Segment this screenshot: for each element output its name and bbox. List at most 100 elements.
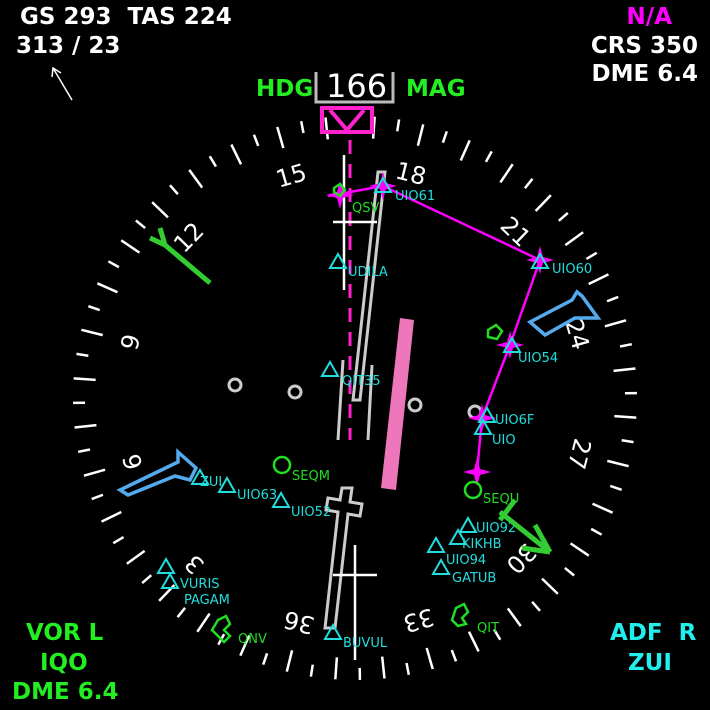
heading-box (314, 72, 395, 104)
navaid-label: QSV (352, 201, 379, 216)
compass-tick (120, 239, 141, 254)
vor-source: VOR L (26, 620, 104, 646)
wind-arrow-icon (51, 66, 73, 101)
waypoint-label-uio60: UIO60 (552, 262, 592, 277)
waypoint-label-uio54: UIO54 (518, 351, 558, 366)
waypoint-icon (473, 417, 493, 435)
compass-tick (564, 231, 584, 247)
navaid-label: QIT (477, 621, 499, 636)
compass-tick (416, 124, 425, 147)
waypoint-icon (426, 535, 446, 553)
route-waypoint-stars (326, 172, 554, 486)
compass-tick (151, 201, 169, 219)
compass-tick (492, 628, 502, 641)
compass-tick (585, 251, 598, 261)
compass-tick (506, 607, 522, 627)
compass-label: 3 (179, 549, 209, 580)
navaid-label: QNV (238, 632, 267, 647)
qsv-icon (332, 182, 347, 198)
compass-tick (324, 117, 330, 140)
compass-tick (531, 600, 541, 612)
compass-tick (74, 423, 97, 429)
sequ-icon (463, 480, 483, 500)
compass-tick (534, 194, 552, 212)
course-deviation-frame (336, 359, 374, 441)
compass-label: 33 (400, 602, 437, 637)
compass-tick (76, 352, 89, 357)
waypoint-icon (530, 251, 550, 269)
waypoint-label-uio6f: UIO6F (495, 413, 534, 428)
compass-tick (96, 282, 118, 294)
waypoint-icon (477, 405, 497, 423)
course-readout: CRS 350 (590, 33, 698, 59)
compass-label: 9 (115, 331, 146, 353)
waypoint-icon (217, 475, 237, 493)
compass-label: 36 (281, 605, 317, 640)
waypoint-label-vuris: VURIS (180, 577, 220, 592)
compass-tick (126, 549, 146, 565)
heading-value: 166 (326, 67, 388, 105)
compass-tick (467, 631, 480, 653)
compass-tick (196, 612, 211, 633)
vor-dme: DME 6.4 (12, 679, 119, 705)
compass-tick (334, 657, 339, 680)
compass-tick (619, 342, 633, 348)
dme-readout: DME 6.4 (591, 61, 698, 87)
compass-tick (604, 319, 627, 328)
waypoint-label-buvul: BUVUL (343, 636, 388, 651)
mag-label: MAG (406, 76, 466, 102)
compass-tick (588, 273, 610, 286)
compass-label: 6 (117, 450, 148, 472)
course-pointer-tail (351, 170, 387, 402)
adf-station: ZUI (628, 650, 672, 676)
compass-tick (107, 260, 120, 269)
compass-label: 21 (495, 211, 536, 252)
compass-tick (592, 502, 614, 514)
adf-source: ADF R (610, 620, 697, 646)
compass-tick (557, 212, 569, 222)
compass-tick (141, 574, 153, 584)
waypoint-icon (458, 515, 478, 533)
compass-tick (609, 484, 623, 491)
compass-tick (100, 510, 122, 523)
speed-readout: GS 293 TAS 224 (20, 4, 232, 30)
compass-tick (621, 439, 634, 444)
compass-tick (252, 134, 260, 147)
compass-label: 24 (559, 316, 594, 353)
waypoint-label-uio92: UIO92 (476, 521, 516, 536)
waypoint-label-kikhb: KIKHB (462, 537, 502, 552)
qit-vortac-icon (450, 602, 470, 628)
compass-tick (169, 184, 179, 196)
waypoint-label-uio63: UIO63 (237, 488, 277, 503)
compass-tick (87, 305, 101, 312)
waypoint-label-udila: UDILA (348, 265, 388, 280)
compass-tick (405, 662, 411, 676)
navaid-label: SEQM (292, 469, 330, 484)
seqm-icon (272, 455, 292, 475)
compass-tick (613, 367, 636, 373)
waypoint-icon (156, 556, 176, 574)
compass-tick (380, 656, 386, 679)
compass-label: 27 (562, 436, 597, 472)
compass-tick (230, 143, 243, 165)
waypoint-icon (160, 571, 180, 589)
compass-tick (541, 577, 559, 595)
compass-tick (564, 566, 575, 577)
navaid-symbols (210, 182, 504, 644)
compass-tick (459, 139, 471, 161)
compass-tick (425, 647, 434, 670)
adf-pointer-icon (116, 289, 602, 497)
compass-tick (590, 527, 603, 536)
compass-tick (299, 120, 305, 134)
waypoint-icon (271, 490, 291, 508)
heading-bug-icon[interactable] (320, 106, 374, 134)
waypoint-icon (190, 467, 210, 485)
waypoint-label-uio: UIO (492, 433, 516, 448)
compass-tick (112, 535, 125, 545)
compass-tick (83, 468, 106, 477)
waypoint-label-gatub: GATUB (452, 571, 496, 586)
compass-tick (484, 150, 493, 163)
waypoint-label-qit35: QIT35 (342, 374, 381, 389)
compass-tick (606, 459, 629, 468)
